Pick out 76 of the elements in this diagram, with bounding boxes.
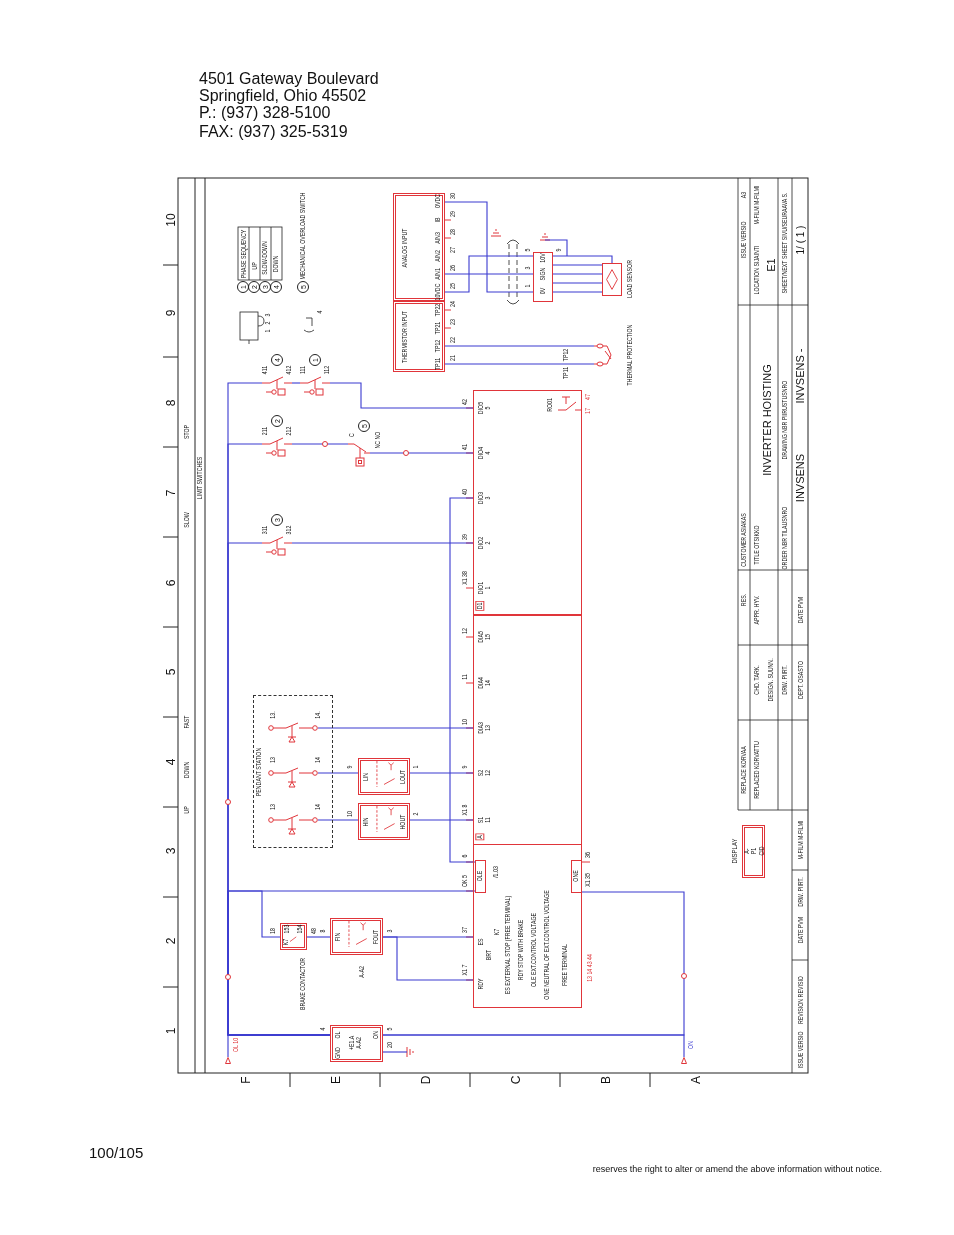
input-terminal-block	[393, 301, 445, 372]
wire	[444, 201, 534, 293]
address-line: 4501 Gateway Boulevard	[199, 70, 379, 88]
wire	[306, 936, 331, 938]
display-box	[742, 825, 765, 878]
limit-switch	[300, 376, 330, 397]
title-block-value: 1/ ( 1 )	[795, 225, 807, 255]
address-line: FAX: (937) 325-5319	[199, 123, 348, 141]
grid-number: 4	[164, 758, 178, 766]
wire	[291, 542, 474, 544]
load-sensor-symbol	[602, 263, 622, 296]
limit-switch	[262, 376, 292, 397]
address-line: P.: (937) 328-5100	[199, 104, 331, 122]
wire	[317, 727, 474, 729]
relay-box	[358, 803, 410, 840]
wire	[444, 345, 595, 347]
grid-number: 8	[164, 399, 178, 407]
grid-number: 5	[164, 668, 178, 676]
amplifier-box	[533, 252, 553, 302]
wire	[552, 273, 603, 275]
wire	[444, 363, 595, 365]
page-number: 100/105	[89, 1145, 144, 1161]
terminal-marker	[225, 1057, 231, 1064]
wire	[317, 819, 359, 821]
wire	[552, 264, 603, 266]
grid-letter: A	[689, 1076, 703, 1084]
grid-letter: E	[329, 1076, 343, 1084]
wire	[291, 382, 301, 384]
terminal-marker	[681, 1057, 687, 1064]
wire	[444, 255, 534, 293]
grid-number: 6	[164, 579, 178, 587]
pendant-station-box	[253, 695, 333, 848]
grid-letter: D	[419, 1075, 433, 1085]
title-block-value: E1	[766, 258, 778, 272]
wire	[382, 936, 474, 981]
wire	[317, 772, 359, 774]
overload-switch	[348, 441, 370, 468]
wire	[444, 273, 534, 275]
footer-note: reserves the right to alter or amend the above information without notice.	[592, 1165, 882, 1175]
wire	[382, 1034, 685, 1058]
grid-number: 3	[164, 847, 178, 855]
grid-number: 9	[164, 309, 178, 317]
relay-box	[358, 758, 410, 795]
wire	[409, 772, 474, 774]
component-label: DISPLAY	[730, 838, 740, 864]
address-line: Springfield, Ohio 45502	[199, 87, 367, 105]
grid-number: 1	[164, 1027, 178, 1035]
grid-letter: B	[599, 1076, 613, 1084]
limit-switch	[262, 437, 292, 458]
terminal-group-box	[474, 859, 486, 893]
relay-box	[330, 918, 383, 955]
wire	[552, 255, 613, 264]
grid-letter: F	[239, 1076, 253, 1084]
wire	[552, 282, 603, 284]
grid-number: 10	[164, 213, 178, 227]
input-terminal-block	[393, 193, 445, 301]
terminal-box	[330, 1025, 383, 1062]
title-block-value: INVSENS	[795, 453, 807, 503]
grid-number: 7	[164, 489, 178, 497]
inverter-box	[473, 390, 582, 1008]
wire	[329, 382, 474, 409]
contactor-box	[280, 923, 307, 950]
wire	[291, 443, 349, 445]
wire	[227, 1034, 331, 1058]
grid-letter: C	[509, 1075, 523, 1085]
wire	[409, 819, 474, 821]
limit-switch	[262, 536, 292, 557]
terminal-group-box	[570, 859, 582, 893]
thermistor-symbol	[594, 342, 612, 368]
title-block-value: INVSENS -	[795, 348, 807, 404]
wire	[369, 452, 474, 454]
wire	[449, 497, 476, 863]
controller-section	[472, 614, 582, 845]
wire	[552, 291, 603, 293]
grid-number: 2	[164, 937, 178, 945]
title-block-value: INVERTER HOISTING	[762, 364, 774, 476]
